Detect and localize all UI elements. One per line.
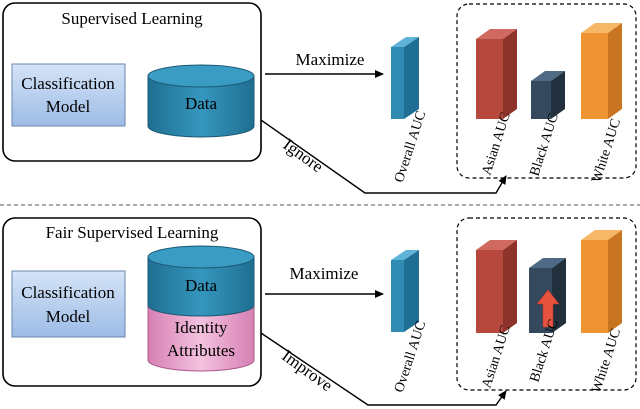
bottom-data-cylinder: Data (147, 245, 255, 317)
bottom-asian-auc-label: Asian AUC (480, 324, 514, 390)
bottom-section: Fair Supervised Learning Classification … (2, 217, 637, 406)
top-asian-auc-bar (476, 29, 517, 119)
bottom-improve-arrow (260, 332, 507, 406)
top-data-label: Data (185, 94, 218, 113)
identity-label-line2: Attributes (167, 341, 235, 360)
bottom-group-box (456, 217, 637, 391)
top-model-label-line1: Classification (21, 74, 115, 93)
top-title: Supervised Learning (61, 9, 203, 28)
top-classification-model: Classification Model (11, 63, 126, 127)
top-ignore-arrow (260, 119, 507, 194)
bottom-model-label-line1: Classification (21, 283, 115, 302)
bottom-model-label-line2: Model (46, 307, 91, 326)
improve-up-arrow-icon (536, 289, 560, 328)
identity-label-line1: Identity (175, 318, 228, 337)
top-black-auc-bar (531, 71, 565, 119)
top-asian-auc-label: Asian AUC (480, 111, 514, 177)
top-black-auc-label: Black AUC (528, 112, 562, 178)
top-overall-auc-label: Overall AUC (392, 109, 429, 184)
bottom-classification-model: Classification Model (11, 270, 126, 338)
top-data-cylinder: Data (147, 64, 255, 138)
bottom-asian-auc-bar (476, 240, 517, 333)
bottom-improve-label: Improve (278, 346, 336, 395)
bottom-data-label: Data (185, 276, 218, 295)
top-section: Supervised Learning Classification Model… (2, 2, 637, 194)
bottom-white-auc-label: White AUC (589, 327, 624, 395)
top-white-auc-bar (581, 23, 622, 119)
top-ignore-label: Ignore (280, 135, 327, 176)
bottom-black-auc-bar (529, 258, 566, 333)
bottom-maximize-label: Maximize (290, 264, 359, 283)
top-model-label-line2: Model (46, 97, 91, 116)
bottom-white-auc-bar (581, 230, 622, 333)
bottom-title: Fair Supervised Learning (46, 223, 219, 242)
top-white-auc-label: White AUC (589, 117, 624, 185)
top-group-box (456, 3, 637, 179)
top-maximize-label: Maximize (296, 50, 365, 69)
bottom-overall-auc-bar (391, 250, 419, 332)
top-overall-auc-bar (391, 37, 419, 119)
